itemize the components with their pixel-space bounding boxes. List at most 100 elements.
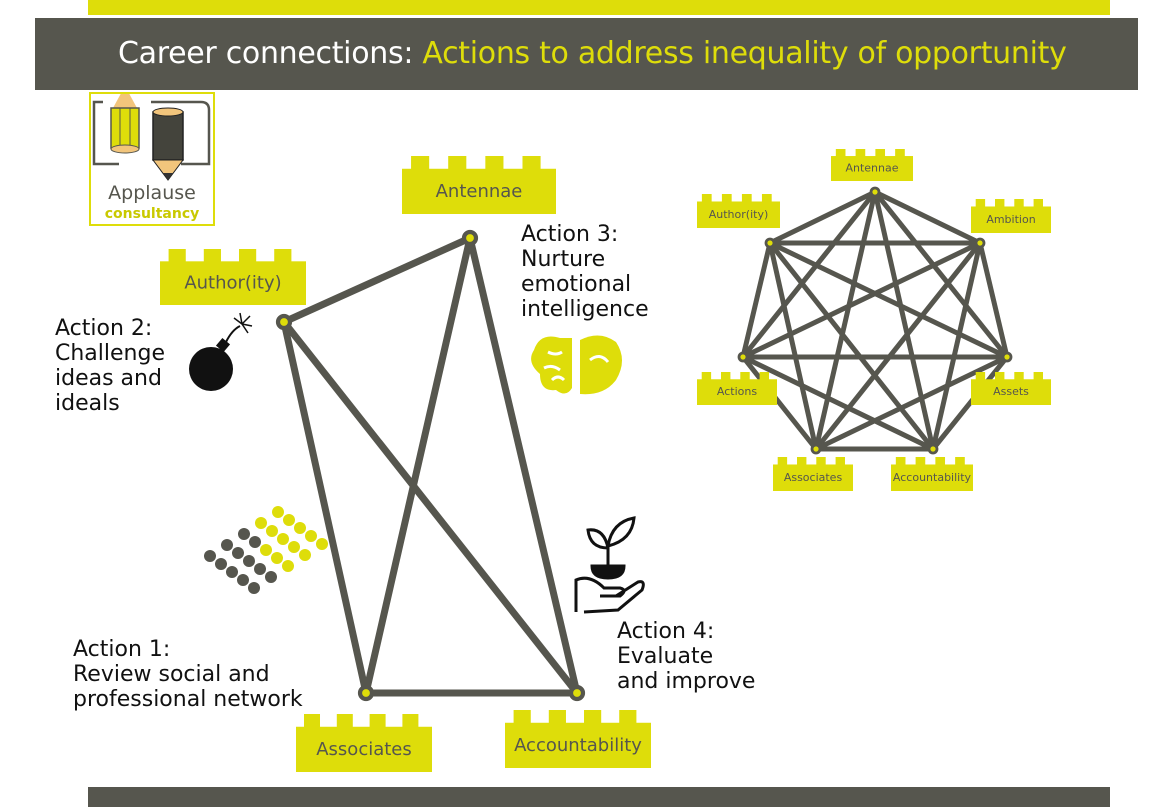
connection-line (741, 355, 818, 451)
pencils-icon (92, 94, 211, 181)
connection-line (282, 234, 472, 326)
connection-line (768, 240, 1009, 360)
dot (282, 560, 294, 572)
logo-name: Applause (108, 182, 196, 204)
applause-logo: Applause consultancy (89, 92, 215, 226)
action-3-title: Action 3: (521, 222, 619, 247)
action-4-title: Action 4: (617, 619, 715, 644)
network-node (974, 237, 986, 249)
title-banner (35, 18, 1138, 90)
network-node (275, 313, 293, 331)
node-label: Ambition (986, 213, 1035, 226)
bottom-bar (88, 787, 1110, 807)
action-1-title: Action 1: (73, 637, 171, 662)
node-label: Associates (784, 471, 843, 484)
dot (266, 525, 278, 537)
page-title: Career connections: Actions to address i… (118, 36, 1067, 71)
network-node (869, 186, 881, 198)
network-node (810, 443, 822, 455)
title-prefix: Career connections: (118, 36, 414, 71)
dot (237, 574, 249, 586)
node-label: Actions (717, 385, 757, 398)
connection-line (977, 242, 1010, 358)
logo-subtitle: consultancy (104, 206, 200, 222)
dot (299, 549, 311, 561)
network-dots-icon (204, 506, 328, 594)
dot (283, 514, 295, 526)
network-node (357, 684, 375, 702)
node-label: Antennae (845, 162, 898, 175)
action-4-line: and improve (617, 669, 756, 694)
dot (221, 539, 233, 551)
node-label: Antennae (436, 181, 523, 202)
lego-block: Ambition (971, 199, 1051, 233)
action-2: Action 2: Challenge ideas and ideals (55, 316, 165, 416)
lego-block: Antennae (402, 156, 556, 214)
dot (272, 506, 284, 518)
network-node (1001, 351, 1013, 363)
dot (316, 538, 328, 550)
node-label: Associates (316, 739, 412, 760)
action-3-line: Nurture (521, 247, 606, 272)
action-2-line: ideals (55, 391, 120, 416)
connection-line (466, 237, 581, 694)
dot (265, 571, 277, 583)
lego-block: Assets (971, 372, 1051, 405)
action-2-line: ideas and (55, 366, 162, 391)
lego-block: Antennae (831, 149, 913, 181)
dot (232, 547, 244, 559)
dot (271, 552, 283, 564)
node-label: Accountability (514, 735, 642, 756)
lego-block: Actions (697, 372, 777, 405)
top-accent-bar (88, 0, 1110, 15)
connection-line (872, 191, 936, 450)
bomb-icon (189, 312, 253, 391)
node-label: Assets (993, 385, 1029, 398)
lego-block: Accountability (891, 457, 973, 491)
network-node (568, 684, 586, 702)
action-2-title: Action 2: (55, 316, 153, 341)
action-1-line: professional network (73, 687, 303, 712)
connection-line (740, 242, 773, 358)
connection-line (768, 189, 877, 246)
dot (260, 544, 272, 556)
connection-line (281, 319, 580, 696)
lego-block: Associates (296, 714, 432, 772)
connection-line (873, 189, 982, 246)
connection-line (767, 242, 819, 450)
lego-block: Author(ity) (160, 249, 306, 305)
connection-line (768, 241, 935, 451)
dot (215, 558, 227, 570)
action-3-line: emotional (521, 272, 632, 297)
network-node (927, 443, 939, 455)
connection-line (930, 242, 983, 450)
connection-line (280, 321, 370, 694)
action-4: Action 4: Evaluate and improve (617, 619, 755, 694)
node-label: Author(ity) (184, 272, 281, 293)
dot (255, 517, 267, 529)
action-2-line: Challenge (55, 341, 165, 366)
connection-line (814, 241, 982, 451)
lego-block: Associates (773, 457, 853, 491)
dot (277, 533, 289, 545)
dot (226, 566, 238, 578)
connection-line (813, 191, 878, 450)
network-node (461, 229, 479, 247)
brain-icon (531, 335, 622, 395)
lego-block: Accountability (505, 710, 651, 768)
node-label: Accountability (893, 471, 972, 484)
dot (305, 530, 317, 542)
node-label: Author(ity) (709, 208, 769, 221)
dot (243, 555, 255, 567)
connection-line (741, 240, 982, 360)
connection-line (873, 190, 1009, 359)
network-node (737, 351, 749, 363)
dot (294, 522, 306, 534)
network-node (764, 237, 776, 249)
action-3: Action 3: Nurture emotional intelligence (521, 222, 649, 322)
connection-line (741, 190, 877, 359)
lego-block: Author(ity) (697, 194, 780, 228)
